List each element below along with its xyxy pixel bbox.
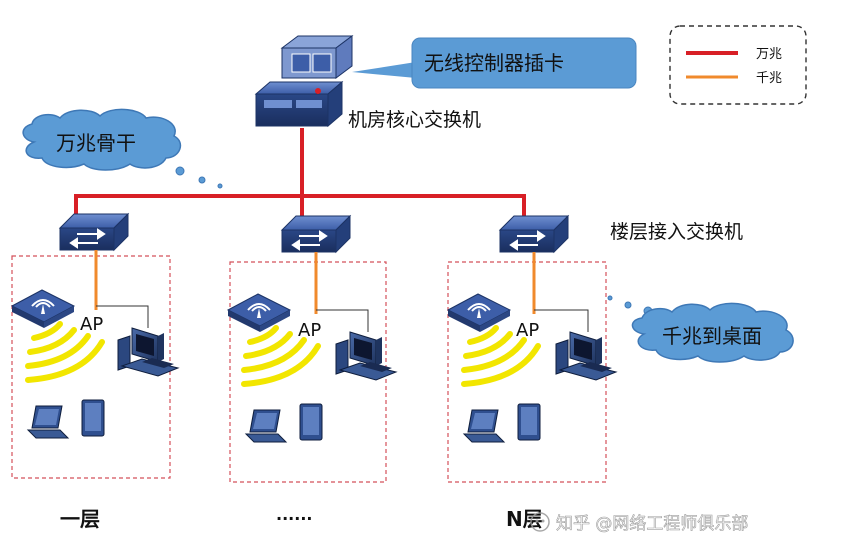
access-switch-icon	[499, 215, 569, 253]
ap-label: AP	[516, 320, 539, 341]
backbone-cloud	[22, 108, 223, 189]
ap-label: AP	[80, 314, 103, 335]
floor-group-1: AP	[11, 213, 179, 479]
watermark-logo-icon	[530, 512, 550, 532]
callout-text: 无线控制器插卡	[424, 51, 564, 75]
tablet-icon	[299, 403, 323, 441]
floor-label-2: ......	[276, 505, 312, 524]
gig-link-pc	[96, 305, 149, 328]
tablet-icon	[517, 403, 541, 441]
wifi-signal-icon	[241, 325, 321, 387]
laptop-icon	[463, 409, 505, 443]
desktop-pc-icon	[555, 331, 617, 381]
floor-label-1: 一层	[60, 507, 100, 531]
wifi-signal-icon	[25, 321, 105, 383]
wifi-signal-icon	[461, 325, 541, 387]
floor-label-n: N层	[506, 507, 543, 531]
ap-label: AP	[298, 320, 321, 341]
access-switch-label: 楼层接入交换机	[610, 221, 743, 243]
gig-link-pc	[316, 309, 369, 332]
ap-icon	[11, 289, 75, 329]
watermark-text: 知乎 @网络工程师俱乐部	[556, 514, 748, 534]
desktop-cloud-text: 千兆到桌面	[662, 324, 762, 348]
ten-gig-links	[74, 128, 526, 216]
access-switch-icon	[281, 215, 351, 253]
watermark: 知乎 @网络工程师俱乐部	[530, 512, 749, 534]
core-switch	[254, 35, 354, 128]
gig-link-pc	[534, 309, 589, 332]
laptop-icon	[27, 405, 69, 439]
desktop-cloud	[607, 295, 794, 363]
backbone-cloud-text: 万兆骨干	[56, 131, 136, 155]
callout-box	[411, 37, 637, 89]
ap-icon	[227, 293, 291, 333]
ap-icon	[447, 293, 511, 333]
floor-group-n: AP	[447, 215, 617, 483]
desktop-pc-icon	[335, 331, 397, 381]
legend-label-ten-gig: 万兆	[756, 47, 782, 62]
access-switch-icon	[59, 213, 129, 251]
laptop-icon	[245, 409, 287, 443]
legend-box	[669, 25, 807, 105]
core-switch-label: 机房核心交换机	[348, 109, 481, 131]
legend-label-gig: 千兆	[756, 71, 782, 86]
tablet-icon	[81, 399, 105, 437]
callout-pointer	[352, 62, 416, 78]
floor-group-2: AP	[227, 215, 397, 483]
desktop-pc-icon	[117, 327, 179, 377]
